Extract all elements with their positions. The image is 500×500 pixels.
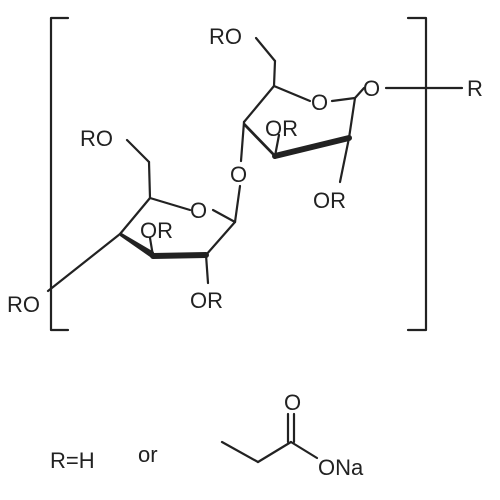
lower-c2-o2-bond <box>204 253 210 285</box>
upper-c3-c2-bold-bond <box>272 135 352 159</box>
upper-ringo-c1-bond <box>330 96 357 103</box>
substituent-legend: R=H or O ONa <box>50 390 364 480</box>
lower-c5-ringo-bond <box>148 196 192 212</box>
upper-o6-c6-bond <box>254 36 277 63</box>
or-label: or <box>138 442 158 467</box>
lower-o3-label: OR <box>140 218 173 243</box>
upper-c6-c5-bond <box>272 59 277 88</box>
upper-c4-olink-bond <box>239 120 246 163</box>
lower-o6-label: RO <box>80 126 113 151</box>
upper-glycosidic-oxygen-label: O <box>363 76 380 101</box>
chain-bond-2 <box>256 440 293 464</box>
lower-c4-chain-end-bond <box>46 232 122 293</box>
upper-o3-label: OR <box>265 116 298 141</box>
lower-ringo-c1-bond <box>211 208 237 224</box>
repeat-unit-brackets <box>49 16 428 332</box>
carboxylate-bond <box>289 440 319 460</box>
upper-c5-ringo-bond <box>272 84 312 103</box>
upper-ring-oxygen-label: O <box>311 90 328 115</box>
linkage-oxygen-label: O <box>230 162 247 187</box>
upper-o2-label: OR <box>313 188 346 213</box>
lower-o2-label: OR <box>190 288 223 313</box>
olink-c1-bond <box>233 184 242 224</box>
r-equals-h-label: R=H <box>50 448 95 473</box>
upper-c3-o3-bond <box>273 133 281 158</box>
upper-c2-o2-bond <box>338 136 351 184</box>
lower-c4-c3-wedge <box>120 232 154 259</box>
upper-c1-o1-bond <box>353 86 366 100</box>
lower-glucose-ring <box>46 138 242 293</box>
chain-bond-1 <box>220 440 260 464</box>
lower-c3-o3-bond <box>148 236 155 258</box>
chain-end-ro-label: RO <box>7 292 40 317</box>
carbonyl-oxygen-label: O <box>284 390 301 415</box>
lower-c5-c4-bond <box>118 196 152 236</box>
lower-o6-c6-bond <box>125 138 151 164</box>
upper-o6-label: RO <box>209 24 242 49</box>
lower-ring-oxygen-label: O <box>190 198 207 223</box>
lower-c1-c2-bond <box>204 220 237 257</box>
upper-c4-c3-wedge <box>244 122 276 159</box>
right-bracket <box>406 16 428 332</box>
sodium-carboxylate-label: ONa <box>318 455 364 480</box>
lower-c3-c2-bold-bond <box>150 252 209 259</box>
lower-c6-c5-bond <box>147 160 152 200</box>
upper-glucose-ring <box>239 36 464 184</box>
upper-c5-c4-bond <box>242 84 276 124</box>
left-bracket <box>49 16 70 332</box>
upper-c1-c2-bond <box>347 96 357 140</box>
end-group-r-label: R <box>467 76 483 101</box>
